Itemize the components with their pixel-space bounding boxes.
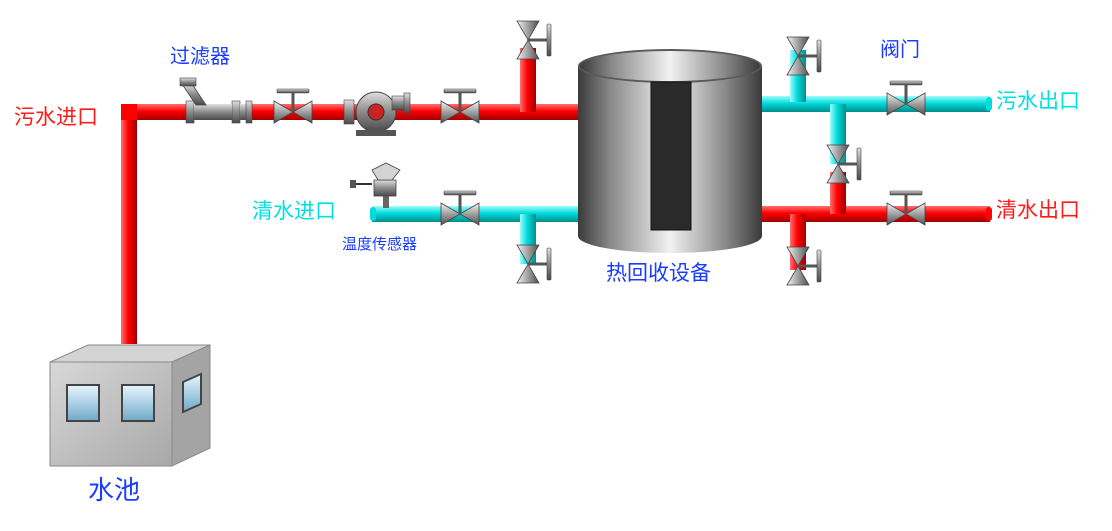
valve-label: 阀门 bbox=[880, 37, 920, 61]
temp-sensor-label: 温度传感器 bbox=[342, 235, 418, 253]
pump bbox=[343, 91, 411, 136]
heat-recovery-label: 热回收设备 bbox=[606, 261, 711, 285]
water-tank-label: 水池 bbox=[88, 476, 141, 506]
filter bbox=[179, 77, 253, 124]
clean-inlet-label: 清水进口 bbox=[252, 199, 336, 223]
sewage-outlet-label: 污水出口 bbox=[996, 89, 1080, 113]
temperature-sensor bbox=[350, 162, 401, 208]
sewage-bypass-valve-icon[interactable] bbox=[516, 20, 552, 60]
heat-recovery-tank bbox=[578, 49, 762, 253]
water-tank-box bbox=[49, 344, 211, 467]
clean-outlet-label: 清水出口 bbox=[996, 198, 1080, 222]
filter-label: 过滤器 bbox=[170, 44, 230, 68]
sewage-inlet-label: 污水进口 bbox=[14, 105, 98, 129]
